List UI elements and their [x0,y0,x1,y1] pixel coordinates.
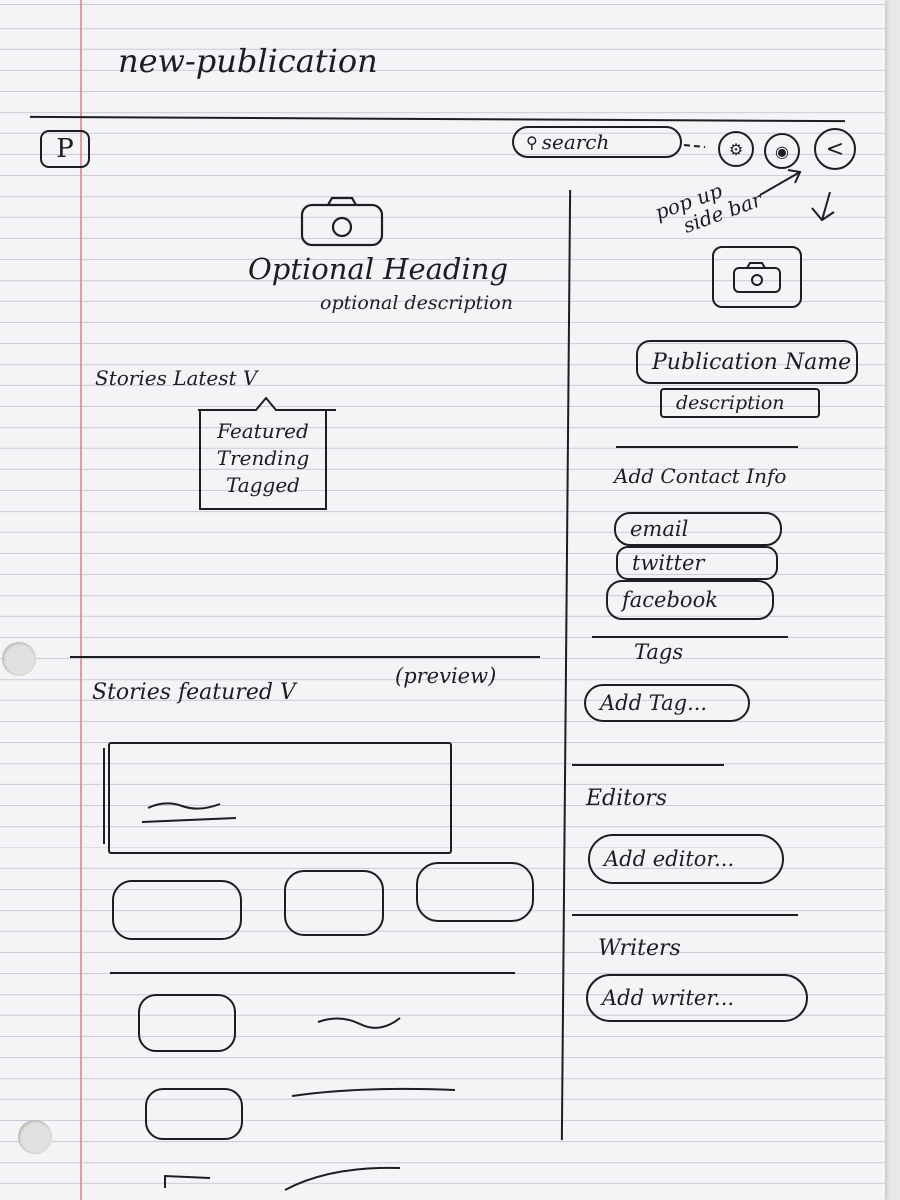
back-chevron-icon[interactable]: < [814,128,856,170]
story-thumb[interactable] [138,994,236,1052]
notifications-icon[interactable]: ◉ [764,133,800,169]
sort-option[interactable]: Featured [217,419,309,443]
sidebar-divider-line [616,446,798,448]
add-editor-button[interactable]: Add editor... [588,834,784,884]
hero-description: optional description [320,292,513,314]
preview-note: (preview) [395,664,497,688]
sort-options-menu: Featured Trending Tagged [199,410,327,510]
story-card[interactable] [284,870,384,936]
story-card[interactable] [416,862,534,922]
description-field[interactable]: description [660,388,820,418]
list-divider [110,972,515,974]
settings-icon[interactable]: ⚙ [718,131,754,167]
hero-camera-icon [300,196,384,247]
hero-heading: Optional Heading [248,252,509,286]
writers-heading: Writers [598,936,681,961]
sidebar-divider-line [592,636,788,638]
add-tag-button[interactable]: Add Tag... [584,684,750,722]
tags-heading: Tags [634,640,684,664]
binder-hole [2,642,36,676]
facebook-field[interactable]: facebook [606,580,774,620]
logo-letter: P [56,134,74,164]
margin-line [80,0,82,1200]
contact-heading: Add Contact Info [614,464,787,488]
section-divider [70,656,540,658]
sort-option[interactable]: Trending [216,446,310,470]
card-edge [103,748,105,844]
email-field[interactable]: email [614,512,782,546]
logo-button[interactable]: P [40,130,90,168]
story-card[interactable] [112,880,242,940]
sidebar-divider-line [572,914,798,916]
stories-featured-dropdown[interactable]: Stories featured V [92,680,296,705]
page-title: new-publication [118,42,378,80]
binder-hole [18,1120,52,1154]
sidebar-divider-line [572,764,724,766]
stories-sort-dropdown[interactable]: Stories Latest V [95,366,258,390]
sidebar-image-upload[interactable] [712,246,802,308]
search-label: search [541,130,610,154]
editors-heading: Editors [586,786,668,811]
story-thumb[interactable] [145,1088,243,1140]
twitter-field[interactable]: twitter [616,546,778,580]
search-input[interactable]: ⚲ search [512,126,682,158]
sort-option[interactable]: Tagged [226,473,300,497]
search-icon: ⚲ [526,132,538,152]
add-writer-button[interactable]: Add writer... [586,974,808,1022]
camera-icon [733,262,781,293]
publication-name-field[interactable]: Publication Name [636,340,858,384]
featured-story-card[interactable] [108,742,452,854]
